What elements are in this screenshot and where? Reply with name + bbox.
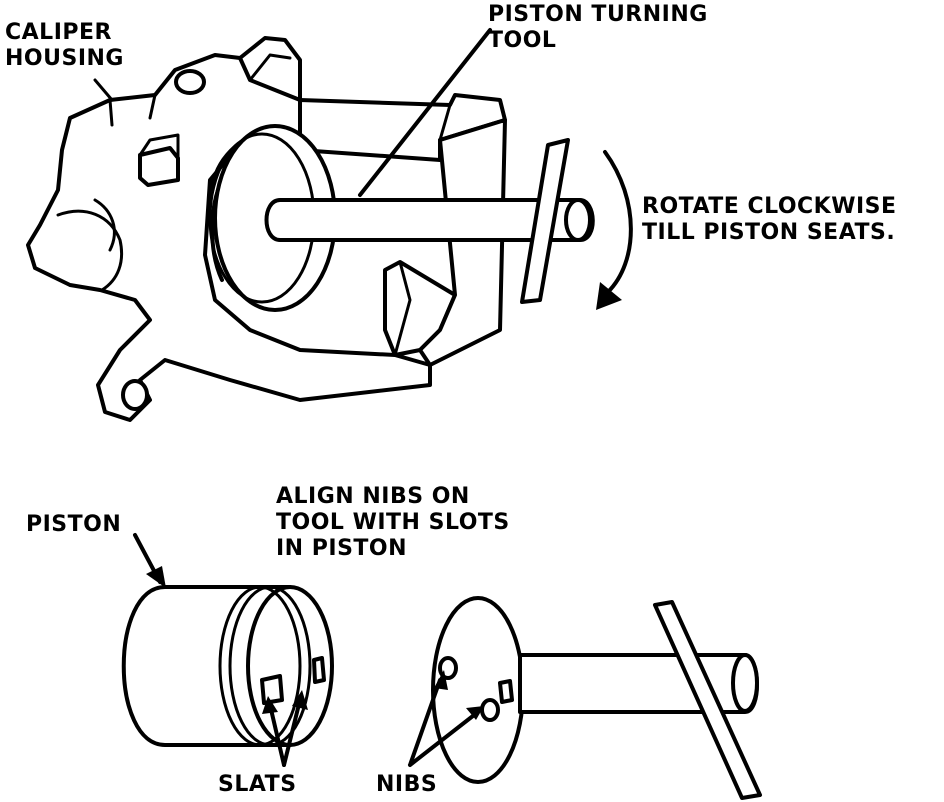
nibs-label: NIBS xyxy=(376,772,438,797)
piston-turning-tool xyxy=(264,138,595,304)
rotation-arrow xyxy=(596,150,633,310)
top-mount-hole xyxy=(174,69,206,95)
align-instruction-line1: ALIGN NIBS ON xyxy=(276,484,470,509)
piston-slot-right xyxy=(312,656,326,684)
nib-lower xyxy=(480,698,500,722)
caliper-housing xyxy=(26,36,507,422)
slats-leader-lines xyxy=(268,698,302,767)
housing-leader-line xyxy=(93,78,114,102)
tool-leader-line xyxy=(358,28,492,197)
piston-slot-left xyxy=(260,674,284,705)
rotate-instruction-line2: TILL PISTON SEATS. xyxy=(642,220,896,245)
caliper-housing-label-line1: CALIPER xyxy=(5,20,112,45)
rotate-instruction-line1: ROTATE CLOCKWISE xyxy=(642,194,897,219)
piston xyxy=(121,585,334,747)
caliper-housing-label-line2: HOUSING xyxy=(5,46,124,71)
piston-turning-tool-label-line2: TOOL xyxy=(488,28,557,53)
piston-turning-tool-label: PISTON TURNING TOOL xyxy=(488,2,708,54)
piston-label: PISTON xyxy=(26,512,122,537)
tool-tbar xyxy=(653,600,762,800)
rotate-instruction-label: ROTATE CLOCKWISE TILL PISTON SEATS. xyxy=(642,194,897,246)
align-instruction-line2: TOOL WITH SLOTS xyxy=(276,510,510,535)
bottom-mount-hole xyxy=(121,379,149,411)
tool-with-nibs xyxy=(431,596,762,800)
piston-turning-tool-label-line1: PISTON TURNING xyxy=(488,2,708,27)
tool-handle-bar xyxy=(520,138,570,304)
slats-label: SLATS xyxy=(218,772,297,797)
caliper-housing-label: CALIPER HOUSING xyxy=(5,20,124,72)
nibs-leader-lines xyxy=(408,678,480,767)
align-instruction-label: ALIGN NIBS ON TOOL WITH SLOTS IN PISTON xyxy=(276,484,510,562)
align-instruction-line3: IN PISTON xyxy=(276,536,408,561)
